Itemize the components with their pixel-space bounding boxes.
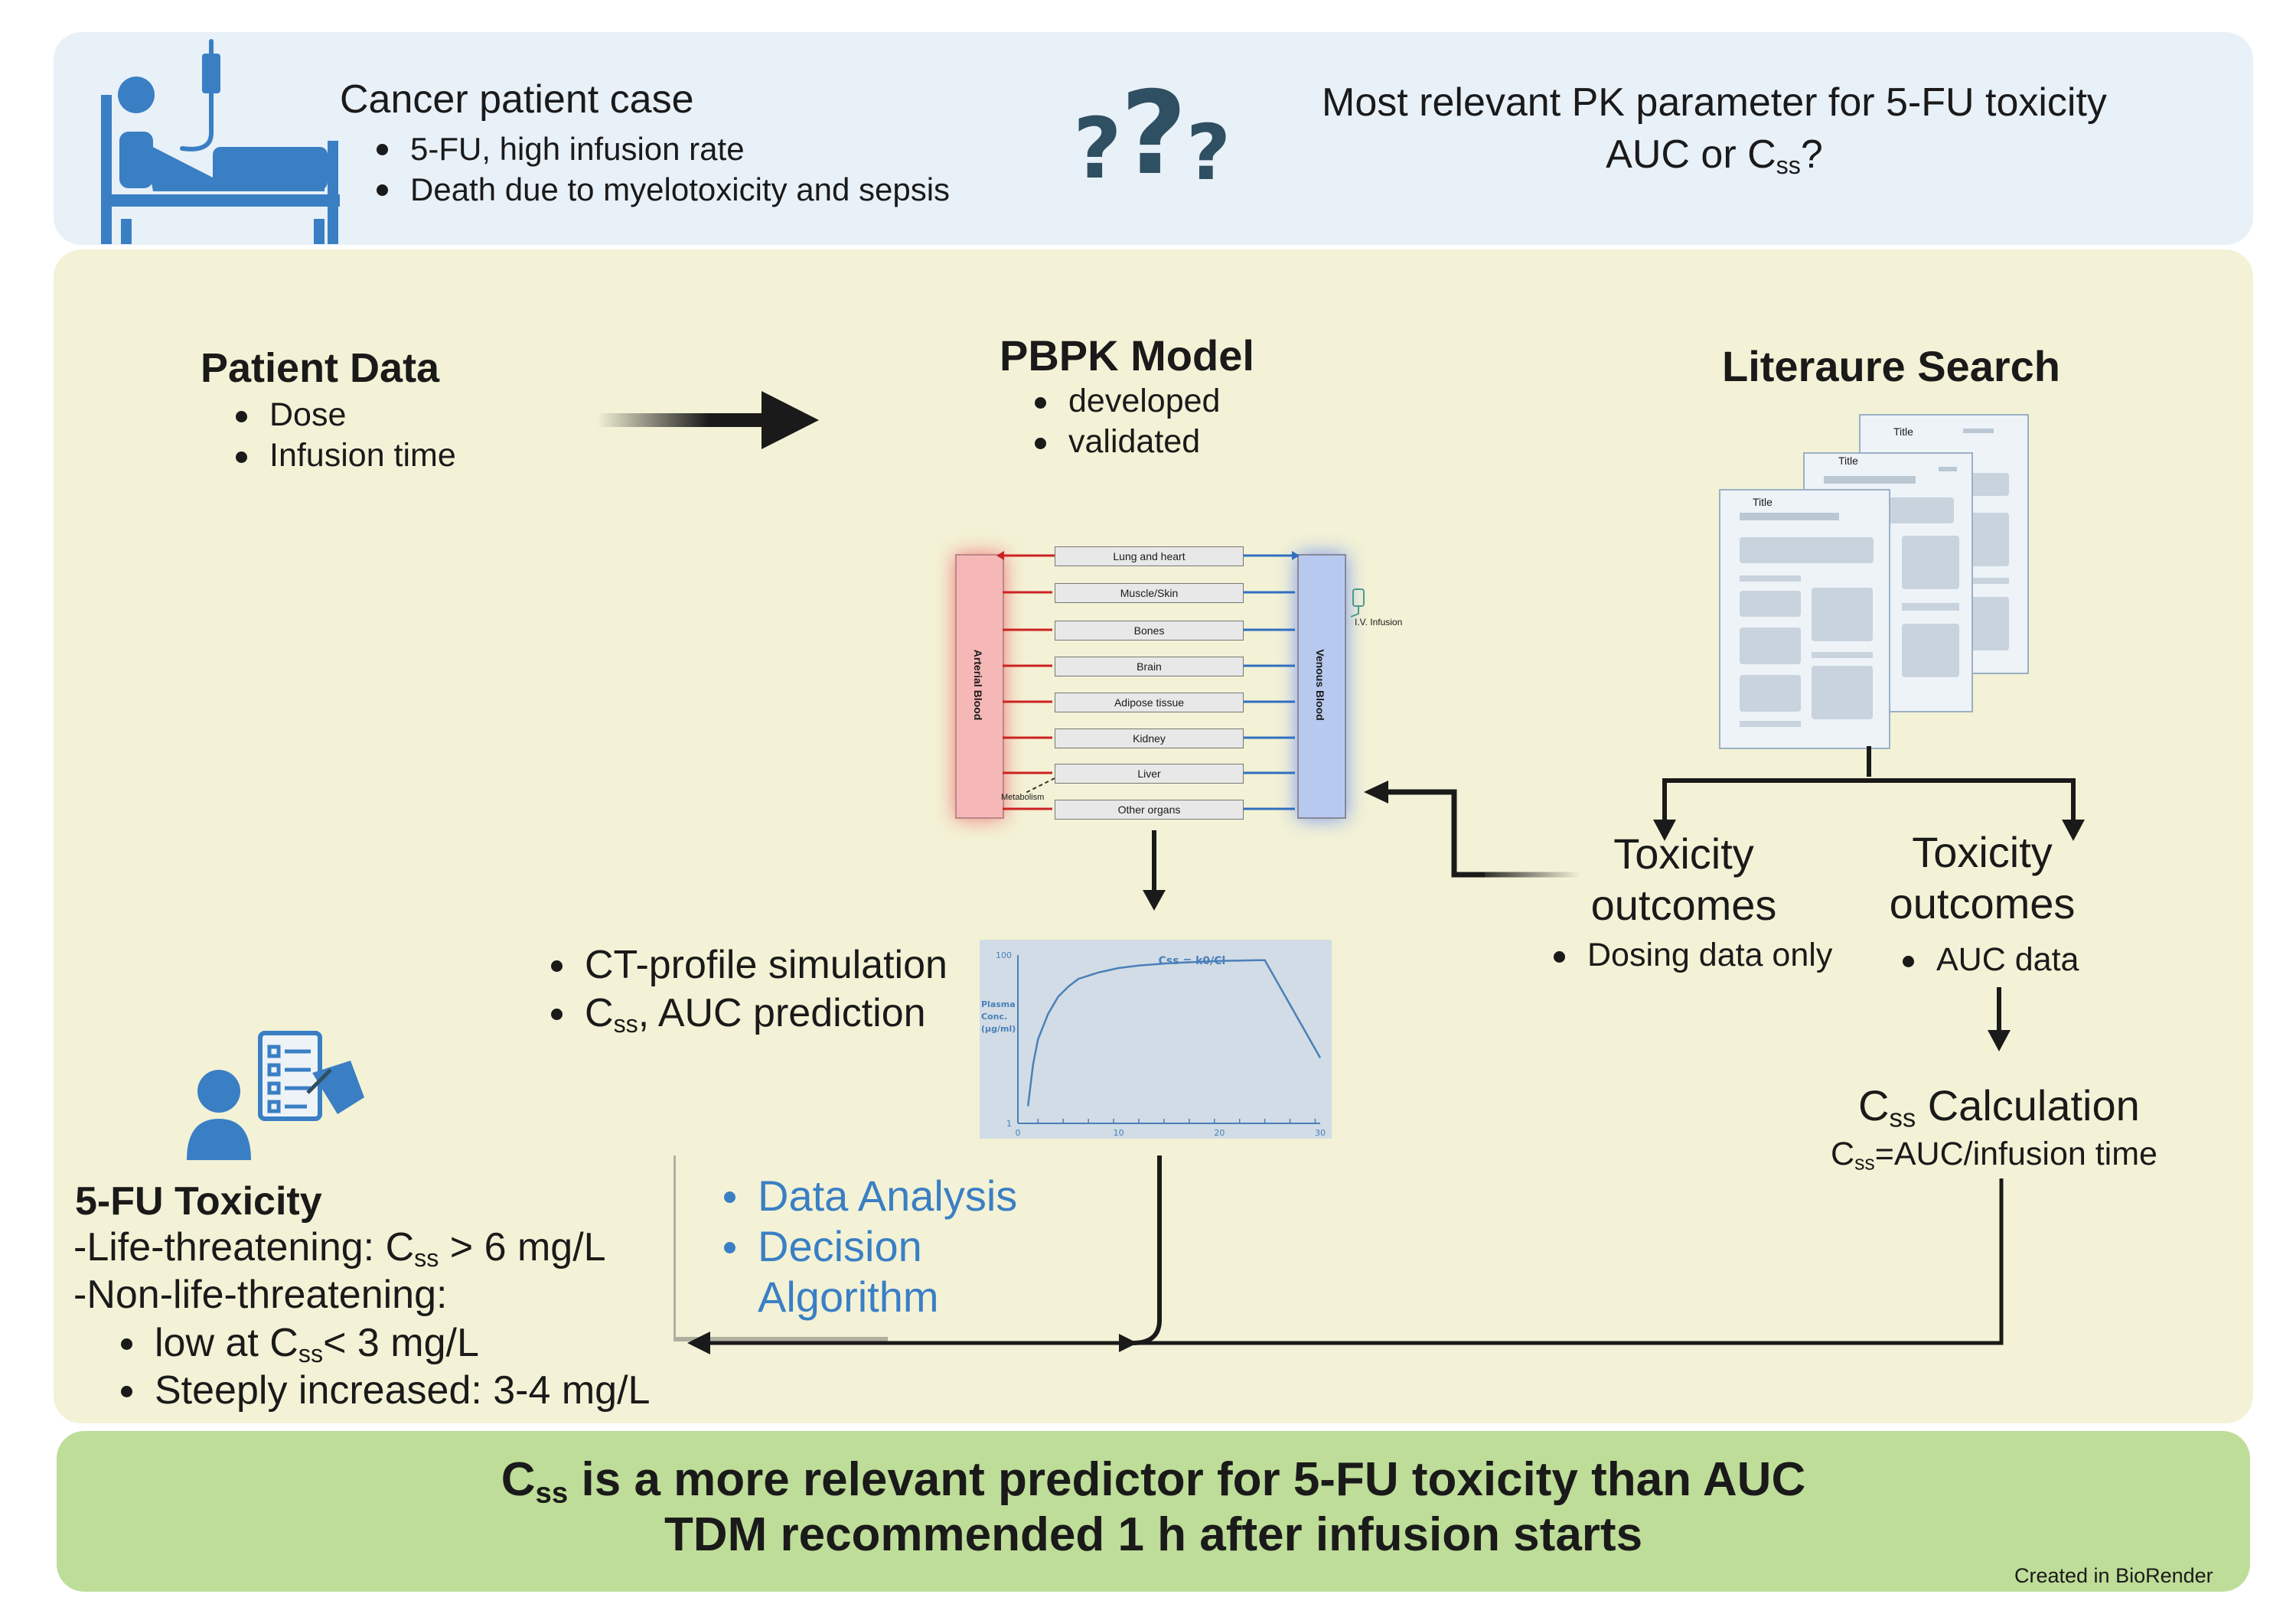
pbpk-item: developed bbox=[1029, 381, 1220, 422]
toxicity-outcomes-auc: Toxicity outcomes bbox=[1889, 828, 2076, 927]
conclusion-line1: Css is a more relevant predictor for 5-F… bbox=[501, 1453, 1806, 1510]
y-tick-label: 100 bbox=[996, 950, 1012, 960]
toxicity-5fu-item: Steeply increased: 3-4 mg/L bbox=[115, 1367, 650, 1414]
header-panel bbox=[54, 32, 2253, 245]
organ-box: Adipose tissue bbox=[1055, 693, 1244, 712]
pbpk-list: developed validated bbox=[1029, 381, 1220, 462]
patient-data-list: Dose Infusion time bbox=[230, 395, 456, 476]
organ-box: Other organs bbox=[1055, 800, 1244, 820]
toxicity-dosing-list: Dosing data only bbox=[1548, 935, 1832, 976]
doc-title-label: Title bbox=[1753, 496, 1773, 508]
patient-bed-icon bbox=[101, 39, 340, 244]
arrow-patient-to-model bbox=[597, 391, 819, 449]
toxicity-auc-item: AUC data bbox=[1896, 940, 2079, 980]
css-calc-formula: Css=AUC/infusion time bbox=[1831, 1136, 2157, 1175]
document-front bbox=[1719, 489, 1890, 749]
question-text: Most relevant PK parameter for 5-FU toxi… bbox=[1240, 77, 2189, 181]
organ-box: Lung and heart bbox=[1055, 546, 1244, 566]
simulation-list: CT-profile simulation Css, AUC predictio… bbox=[545, 941, 947, 1038]
metabolism-label: Metabolism bbox=[1001, 793, 1045, 802]
infusion-label: I.V. Infusion bbox=[1355, 617, 1403, 627]
toxicity-5fu-item: low at Css< 3 mg/L bbox=[115, 1319, 650, 1367]
x-tick-label: 20 bbox=[1214, 1128, 1225, 1138]
case-title: Cancer patient case bbox=[340, 77, 694, 122]
organ-box: Muscle/Skin bbox=[1055, 583, 1244, 603]
y-axis-label: Plasma bbox=[981, 999, 1016, 1009]
arrows-to-toxicity bbox=[673, 1156, 2004, 1354]
analysis-item: Data Analysis bbox=[718, 1171, 1017, 1221]
pbpk-item: validated bbox=[1029, 422, 1220, 462]
y-axis-label: Conc. bbox=[981, 1012, 1007, 1022]
chart-title: Css = k0/Cl bbox=[1159, 955, 1226, 967]
organ-box: Kidney bbox=[1055, 729, 1244, 748]
toxicity-dosing-item: Dosing data only bbox=[1548, 935, 1832, 976]
pbpk-title: PBPK Model bbox=[1000, 331, 1254, 380]
pbpk-diagram: Arterial Blood Venous Blood Lung and hea… bbox=[949, 543, 1408, 820]
organ-box: Liver bbox=[1055, 764, 1244, 784]
arrow-toxicity-to-model bbox=[1364, 781, 1580, 878]
svg-text:?: ? bbox=[1073, 99, 1122, 193]
analysis-list: Data Analysis Decision Algorithm bbox=[718, 1171, 1017, 1322]
simulation-item: Css, AUC prediction bbox=[545, 989, 947, 1038]
arrow-auc-to-calc bbox=[1988, 987, 2011, 1051]
chart-background bbox=[980, 940, 1332, 1139]
toxicity-life-threatening: -Life-threatening: Css > 6 mg/L bbox=[73, 1225, 606, 1273]
question-line1: Most relevant PK parameter for 5-FU toxi… bbox=[1322, 80, 2107, 125]
case-item: Death due to myelotoxicity and sepsis bbox=[370, 169, 950, 210]
simulation-item: CT-profile simulation bbox=[545, 941, 947, 989]
doc-title-label: Title bbox=[1838, 455, 1858, 467]
x-tick-label: 0 bbox=[1016, 1128, 1021, 1138]
toxicity-5fu-list: low at Css< 3 mg/L Steeply increased: 3-… bbox=[115, 1319, 650, 1414]
analysis-item: Decision bbox=[718, 1221, 1017, 1272]
patient-data-title: Patient Data bbox=[201, 345, 440, 391]
toxicity-outcomes-dosing: Toxicity outcomes bbox=[1590, 830, 1777, 929]
arrow-model-to-chart bbox=[1143, 830, 1166, 911]
organ-box: Bones bbox=[1055, 621, 1244, 641]
css-calc-title: Css Calculation bbox=[1858, 1081, 2140, 1133]
clinician-checklist-icon bbox=[187, 1031, 364, 1160]
svg-text:?: ? bbox=[1120, 78, 1187, 193]
analysis-item: Algorithm bbox=[758, 1273, 939, 1321]
case-list: 5-FU, high infusion rate Death due to my… bbox=[370, 129, 950, 210]
toxicity-5fu-title: 5-FU Toxicity bbox=[75, 1179, 322, 1224]
conclusion-line2: TDM recommended 1 h after infusion start… bbox=[664, 1508, 1643, 1561]
toxicity-non-life-threatening: -Non-life-threatening: bbox=[73, 1273, 448, 1317]
question-marks-icon: ? ? ? bbox=[1073, 78, 1231, 193]
doc-title-label: Title bbox=[1893, 425, 1913, 438]
literature-title: Literaure Search bbox=[1722, 342, 2060, 390]
biorender-credit: Created in BioRender bbox=[2014, 1564, 2213, 1587]
patient-data-item: Infusion time bbox=[230, 435, 456, 476]
literature-documents-icon bbox=[1719, 414, 2029, 749]
question-line2: AUC or Css? bbox=[1606, 132, 1823, 180]
x-tick-label: 10 bbox=[1114, 1128, 1124, 1138]
y-tick-label: 1 bbox=[1006, 1119, 1012, 1129]
organ-box: Brain bbox=[1055, 657, 1244, 676]
patient-data-item: Dose bbox=[230, 395, 456, 435]
case-item: 5-FU, high infusion rate bbox=[370, 129, 950, 169]
pbpk-flow-arrows bbox=[996, 551, 1365, 810]
conclusion-panel bbox=[57, 1431, 2250, 1592]
svg-text:?: ? bbox=[1186, 108, 1231, 193]
conclusion-text: Css is a more relevant predictor for 5-F… bbox=[57, 1452, 2250, 1563]
arterial-blood-box bbox=[955, 554, 1004, 819]
x-tick-label: 30 bbox=[1315, 1128, 1326, 1138]
literature-branch-arrows bbox=[1653, 746, 2085, 841]
y-axis-label: (µg/ml) bbox=[981, 1024, 1016, 1034]
series-line bbox=[1026, 959, 1322, 1107]
toxicity-auc-list: AUC data bbox=[1896, 940, 2079, 980]
venous-blood-box bbox=[1297, 554, 1346, 819]
